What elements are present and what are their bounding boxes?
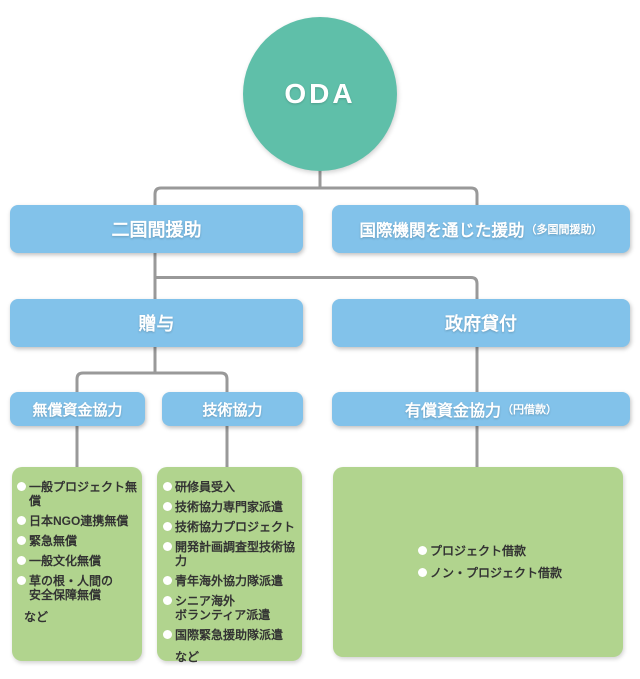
list-item: 一般プロジェクト無償 — [17, 480, 138, 508]
loan-aid-note: （円借款） — [502, 404, 557, 416]
bullet-icon — [17, 536, 26, 545]
grant-aid-list: 一般プロジェクト無償 日本NGO連携無償 緊急無償 一般文化無償 — [12, 467, 142, 602]
government-loans-label: 政府貸付 — [445, 314, 517, 334]
list-item: ノン・プロジェクト借款 — [418, 566, 623, 580]
box-grant-aid: 無償資金協力 — [10, 392, 145, 426]
oda-root-circle: ODA — [243, 17, 397, 171]
bullet-icon — [17, 482, 26, 491]
box-technical-cooperation: 技術協力 — [162, 392, 303, 426]
multilateral-aid-note: （多国間援助） — [525, 224, 603, 236]
bullet-icon — [17, 516, 26, 525]
bullet-icon — [163, 522, 172, 531]
list-item: 青年海外協力隊派遣 — [163, 574, 298, 588]
grant-aid-label: 無償資金協力 — [32, 401, 123, 419]
bullet-icon — [418, 568, 427, 577]
bullet-icon — [163, 502, 172, 511]
list-item: 草の根・人間の 安全保障無償 — [17, 574, 138, 602]
panel-grant-aid-list: 一般プロジェクト無償 日本NGO連携無償 緊急無償 一般文化無償 — [12, 467, 142, 661]
list-item: シニア海外 ボランティア派遣 — [163, 594, 298, 622]
panel-technical-cooperation-list: 研修員受入 技術協力専門家派遣 技術協力プロジェクト 開発計画調査型技術協力 — [157, 467, 302, 664]
loan-aid-list: プロジェクト借款 ノン・プロジェクト借款 — [333, 467, 623, 657]
box-grants: 贈与 — [10, 299, 303, 347]
multilateral-aid-label: 国際機関を通じた援助 — [359, 222, 525, 240]
bullet-icon — [163, 576, 172, 585]
bullet-icon — [163, 482, 172, 491]
oda-root-label: ODA — [284, 78, 356, 109]
bullet-icon — [163, 542, 172, 551]
box-loan-aid: 有償資金協力（円借款） — [332, 392, 630, 426]
connector-root-branch — [153, 186, 479, 207]
list-item: 一般文化無償 — [17, 554, 138, 568]
etc-label: など — [24, 610, 49, 624]
connector-grants-branch — [75, 371, 229, 394]
bullet-icon — [418, 546, 427, 555]
list-item: 技術協力専門家派遣 — [163, 500, 298, 514]
grants-label: 贈与 — [138, 314, 175, 334]
list-item: 技術協力プロジェクト — [163, 520, 298, 534]
list-item: 日本NGO連携無償 — [17, 514, 138, 528]
list-item: 緊急無償 — [17, 534, 138, 548]
etc-label: など — [175, 650, 200, 664]
technical-cooperation-label: 技術協力 — [202, 401, 263, 419]
connector-bilateral-govloans — [155, 276, 479, 301]
list-item: 国際緊急援助隊派遣 — [163, 628, 298, 642]
technical-cooperation-list: 研修員受入 技術協力専門家派遣 技術協力プロジェクト 開発計画調査型技術協力 — [157, 467, 302, 642]
bilateral-aid-label: 二国間援助 — [111, 220, 202, 240]
bullet-icon — [17, 576, 26, 585]
list-item: 開発計画調査型技術協力 — [163, 540, 298, 568]
bullet-icon — [17, 556, 26, 565]
list-item: プロジェクト借款 — [418, 544, 623, 558]
box-bilateral-aid: 二国間援助 — [10, 205, 303, 253]
loan-aid-label: 有償資金協力 — [404, 403, 501, 420]
list-item: 研修員受入 — [163, 480, 298, 494]
bullet-icon — [163, 596, 172, 605]
panel-loan-aid-list: プロジェクト借款 ノン・プロジェクト借款 — [333, 467, 623, 657]
box-multilateral-aid: 国際機関を通じた援助（多国間援助） — [332, 205, 630, 253]
box-government-loans: 政府貸付 — [332, 299, 630, 347]
bullet-icon — [163, 630, 172, 639]
